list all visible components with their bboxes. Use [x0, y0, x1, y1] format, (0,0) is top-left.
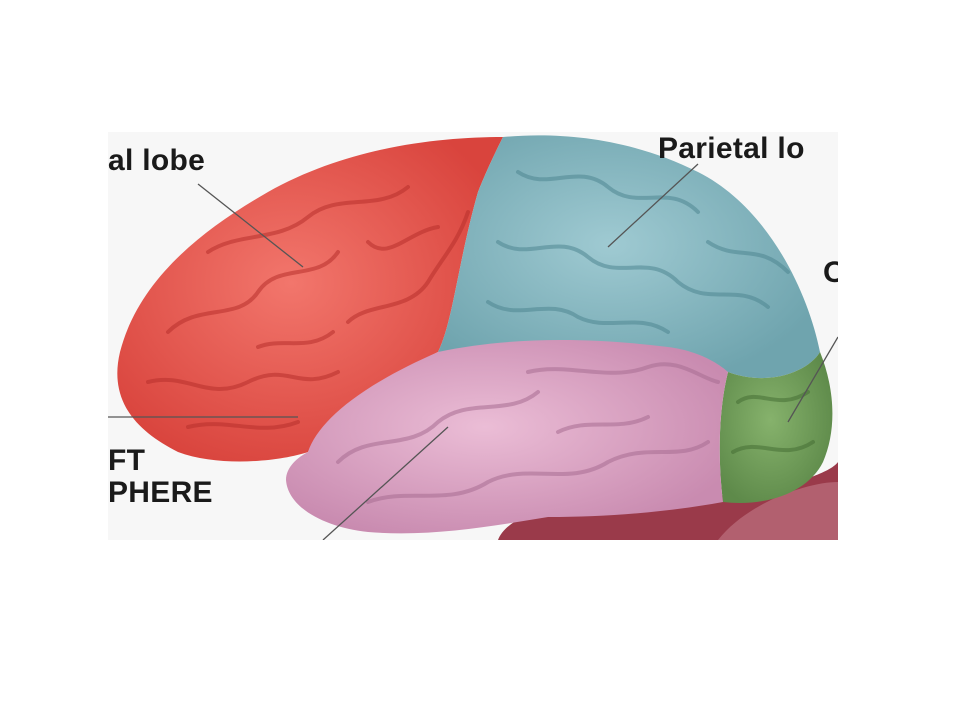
hemisphere-label-line1: FT: [108, 444, 145, 478]
brain-illustration: [108, 132, 838, 540]
brain-diagram: al lobe Parietal lo O FT PHERE: [108, 132, 838, 540]
parietal-lobe-label: Parietal lo: [658, 132, 805, 166]
frontal-lobe-label: al lobe: [108, 144, 205, 178]
occipital-lobe-label: O: [823, 256, 838, 290]
hemisphere-label-line2: PHERE: [108, 476, 213, 510]
